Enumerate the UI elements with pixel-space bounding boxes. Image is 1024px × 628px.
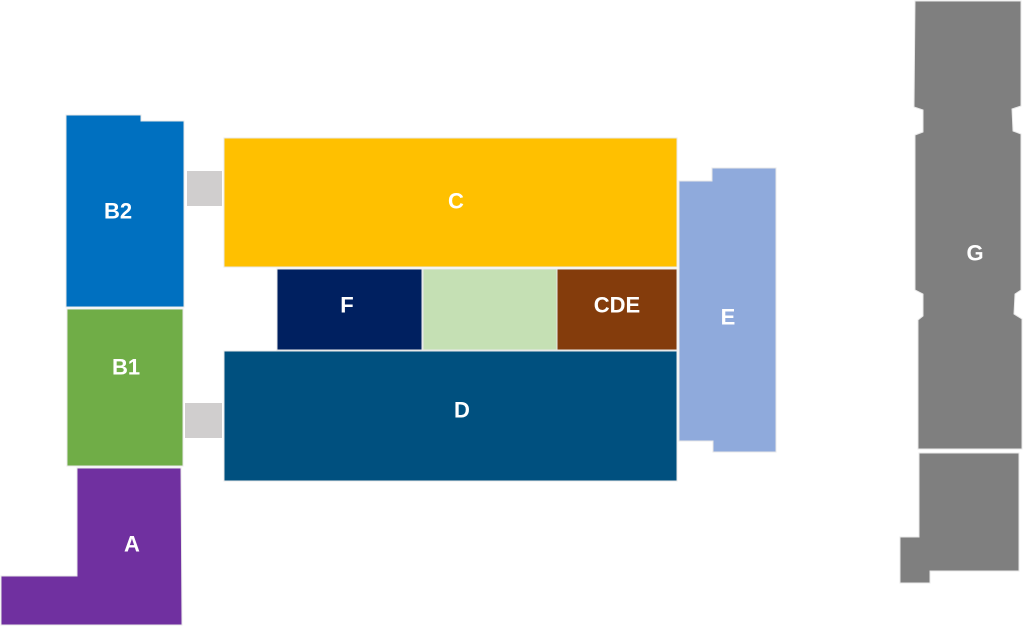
building-c-label: C (448, 189, 464, 214)
building-c[interactable] (223, 137, 678, 268)
building-b2[interactable] (65, 114, 185, 308)
building-d[interactable] (223, 350, 678, 482)
building-g-label: G (966, 241, 983, 266)
building-a[interactable] (0, 467, 183, 626)
building-d-label: D (454, 398, 470, 423)
building-g-annex[interactable] (899, 452, 1020, 584)
building-cde-label: CDE (594, 293, 640, 318)
courtyard (422, 268, 558, 351)
building-e[interactable] (678, 167, 777, 453)
building-a-label: A (124, 532, 140, 557)
connector-b1-d (185, 403, 222, 438)
building-b2-label: B2 (104, 199, 132, 224)
building-g[interactable] (913, 0, 1023, 450)
building-b1[interactable] (66, 308, 184, 467)
building-f-label: F (340, 293, 353, 318)
building-f[interactable] (276, 268, 423, 351)
connector-b2-c (187, 171, 222, 206)
building-e-label: E (721, 305, 736, 330)
building-b1-label: B1 (112, 355, 140, 380)
building-cde[interactable] (556, 268, 678, 351)
